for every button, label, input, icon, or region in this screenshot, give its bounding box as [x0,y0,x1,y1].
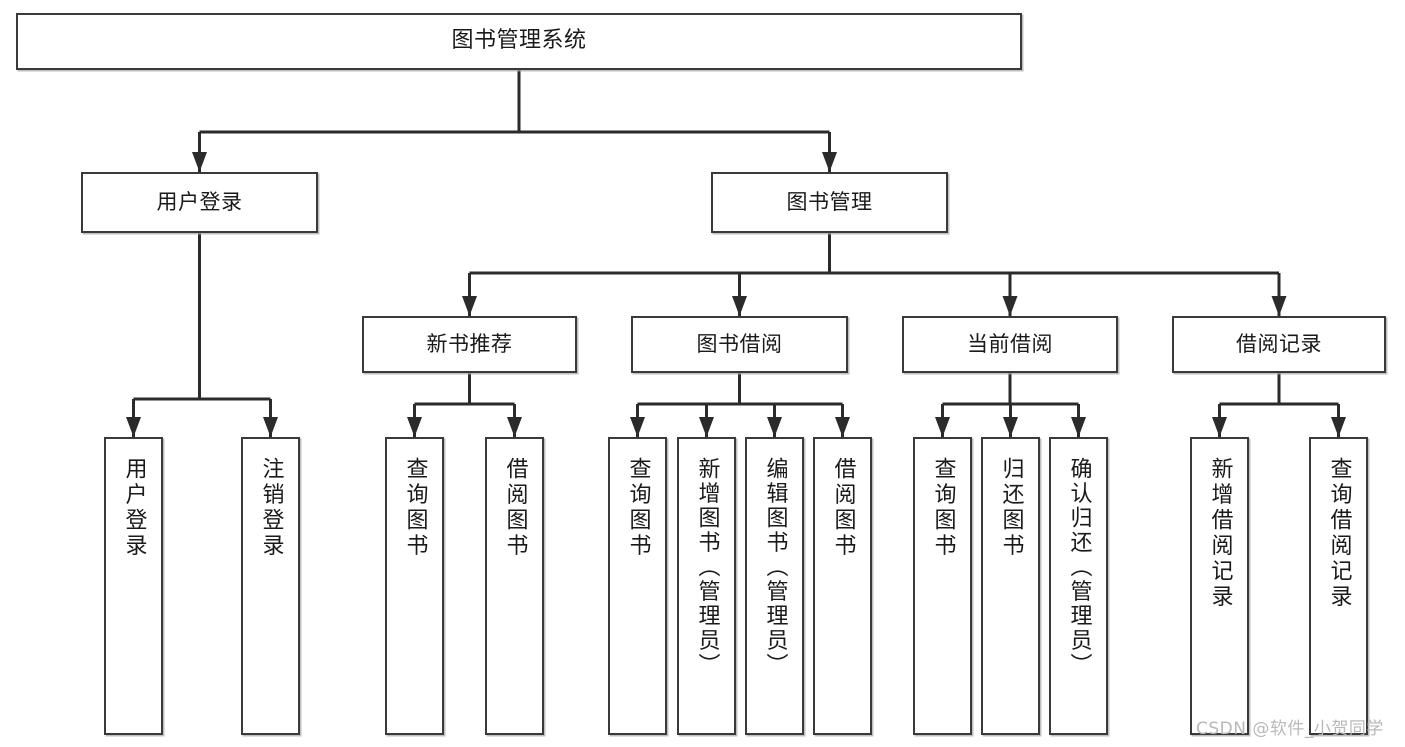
node-leaf-confirm-return-label: 确认归还（管理员） [1066,457,1092,678]
node-leaf-query-book-3[interactable]: 查询图书 [913,437,972,735]
node-leaf-borrow-book-2-label: 借阅图书 [830,457,856,559]
node-new-book-recommend[interactable]: 新书推荐 [362,316,577,373]
node-current-borrow[interactable]: 当前借阅 [902,316,1118,373]
node-leaf-user-login[interactable]: 用户登录 [104,437,163,735]
node-leaf-edit-book[interactable]: 编辑图书（管理员） [745,437,804,735]
node-leaf-user-logout-label: 注销登录 [258,457,284,559]
node-leaf-query-book-2[interactable]: 查询图书 [608,437,667,735]
node-leaf-borrow-book-1-label: 借阅图书 [502,457,528,559]
node-user-login[interactable]: 用户登录 [81,172,318,233]
node-leaf-confirm-return[interactable]: 确认归还（管理员） [1049,437,1108,735]
node-leaf-query-book-1-label: 查询图书 [402,457,428,559]
node-leaf-borrow-book-2[interactable]: 借阅图书 [813,437,872,735]
node-leaf-add-record[interactable]: 新增借阅记录 [1190,437,1249,735]
node-borrow-record[interactable]: 借阅记录 [1172,316,1386,373]
node-leaf-user-login-label: 用户登录 [121,457,147,559]
node-root-label: 图书管理系统 [451,28,587,54]
node-book-borrow-label: 图书借阅 [696,331,783,356]
node-leaf-return-book[interactable]: 归还图书 [981,437,1040,735]
node-leaf-add-record-label: 新增借阅记录 [1207,457,1233,610]
node-leaf-query-book-2-label: 查询图书 [625,457,651,559]
node-leaf-query-book-3-label: 查询图书 [930,457,956,559]
node-root[interactable]: 图书管理系统 [16,13,1022,70]
node-leaf-add-book[interactable]: 新增图书（管理员） [677,437,736,735]
node-leaf-query-record-label: 查询借阅记录 [1326,457,1352,610]
node-book-manage-label: 图书管理 [786,189,873,214]
node-leaf-query-book-1[interactable]: 查询图书 [385,437,444,735]
node-borrow-record-label: 借阅记录 [1236,331,1322,356]
node-user-login-label: 用户登录 [156,189,243,214]
node-leaf-borrow-book-1[interactable]: 借阅图书 [485,437,544,735]
node-book-borrow[interactable]: 图书借阅 [631,316,848,373]
node-new-book-recommend-label: 新书推荐 [426,331,513,356]
node-leaf-add-book-label: 新增图书（管理员） [694,457,720,678]
node-leaf-return-book-label: 归还图书 [998,457,1024,559]
node-book-manage[interactable]: 图书管理 [711,172,948,233]
node-leaf-edit-book-label: 编辑图书（管理员） [762,457,788,678]
node-leaf-query-record[interactable]: 查询借阅记录 [1309,437,1368,735]
node-leaf-user-logout[interactable]: 注销登录 [241,437,300,735]
node-current-borrow-label: 当前借阅 [967,331,1053,356]
